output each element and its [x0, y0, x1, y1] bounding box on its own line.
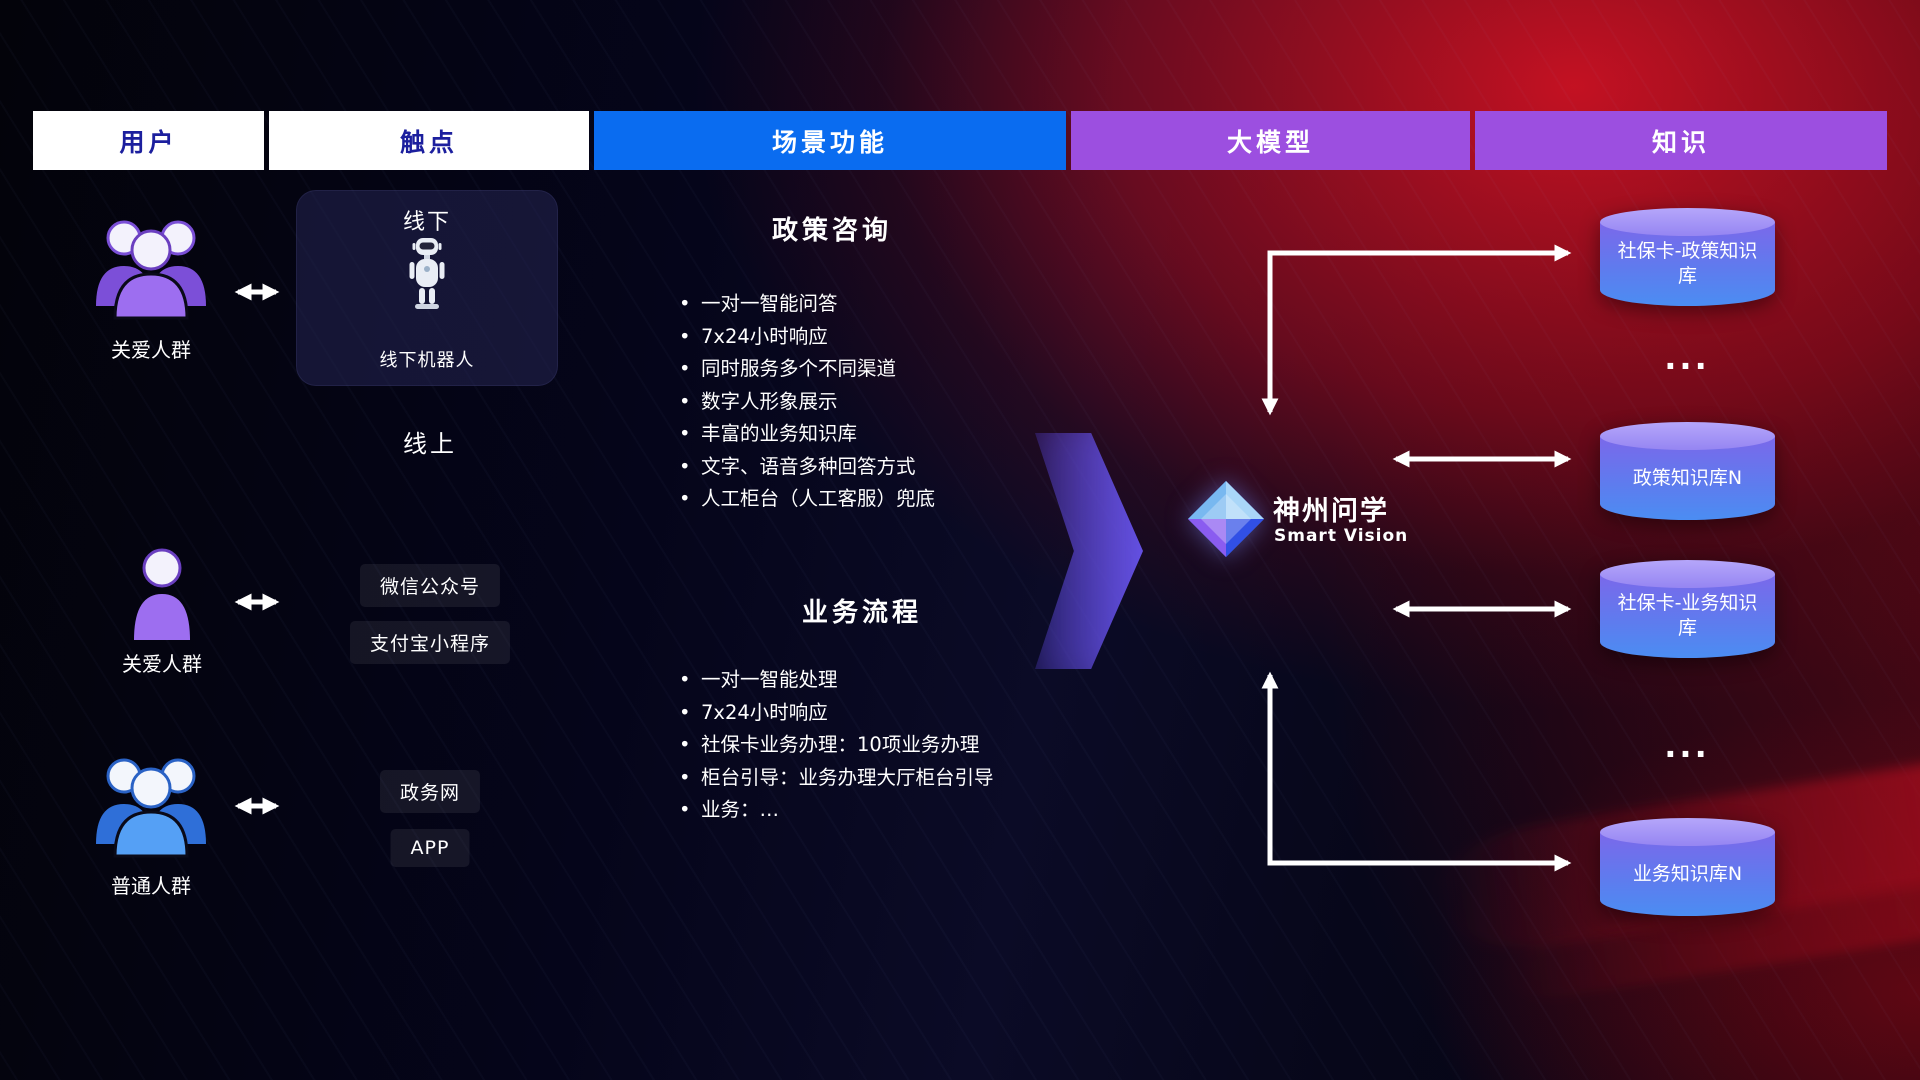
db-top	[1600, 208, 1775, 236]
scenario-process-title: 业务流程	[801, 598, 922, 628]
bullet-item: 文字、语音多种回答方式	[677, 451, 1107, 484]
header-pill-model: 大模型	[1071, 111, 1470, 170]
db-label: 政策知识库N	[1632, 466, 1743, 489]
db-body	[1600, 436, 1775, 520]
model-name: 神州问学	[1273, 496, 1389, 527]
header-pill-scenarios: 场景功能	[594, 111, 1066, 170]
scenario-policy-title: 政策咨询	[771, 216, 892, 246]
db-cylinder-policy-sscard: 社保卡-政策知识库	[1600, 208, 1775, 306]
db-top	[1600, 422, 1775, 450]
user-group-label: 关爱人群	[111, 338, 191, 362]
bullet-item: 7x24小时响应	[677, 697, 1107, 730]
db-body	[1600, 222, 1775, 306]
channel-alipay: 支付宝小程序	[349, 621, 511, 664]
db-top	[1600, 560, 1775, 588]
user-person-label: 关爱人群	[122, 652, 202, 676]
bullet-item: 丰富的业务知识库	[677, 418, 1107, 451]
db-cylinder-business-sscard: 社保卡-业务知识库	[1600, 560, 1775, 658]
model-subtitle: Smart Vision	[1274, 526, 1409, 546]
user-ordinary-label: 普通人群	[111, 874, 191, 898]
bullet-item: 人工柜台（人工客服）兜底	[677, 483, 1107, 516]
bullet-item: 数字人形象展示	[677, 386, 1107, 419]
header-pill-touchpoints: 触点	[269, 111, 589, 170]
bullet-item: 业务：…	[677, 794, 1107, 827]
db-label: 业务知识库N	[1632, 862, 1743, 885]
diamond-logo-icon	[1188, 481, 1264, 557]
ellipsis-top: ...	[1664, 339, 1710, 377]
bullet-item: 一对一智能处理	[677, 664, 1107, 697]
group-icon-blue	[86, 748, 216, 862]
robot-icon	[404, 236, 450, 316]
group-icon-purple	[86, 210, 216, 324]
scenario-process-list: 一对一智能处理 7x24小时响应 社保卡业务办理：10项业务办理 柜台引导：业务…	[677, 664, 1107, 827]
db-top	[1600, 818, 1775, 846]
bullet-item: 一对一智能问答	[677, 288, 1107, 321]
channel-app: APP	[390, 829, 470, 867]
db-body	[1600, 832, 1775, 916]
db-label: 社保卡-业务知识库	[1617, 592, 1758, 639]
bullet-item: 柜台引导：业务办理大厅柜台引导	[677, 762, 1107, 795]
channel-wechat: 微信公众号	[359, 564, 501, 607]
db-cylinder-policy-n: 政策知识库N	[1600, 422, 1775, 520]
ellipsis-bottom: ...	[1664, 727, 1710, 765]
db-label: 社保卡-政策知识库	[1617, 240, 1758, 287]
db-cylinder-business-n: 业务知识库N	[1600, 818, 1775, 916]
online-title: 线上	[403, 430, 457, 458]
header-pill-users: 用户	[33, 111, 264, 170]
person-icon-purple	[130, 548, 194, 646]
channel-gov-web: 政务网	[379, 770, 481, 813]
offline-robot-label: 线下机器人	[379, 350, 475, 371]
scenario-policy-list: 一对一智能问答 7x24小时响应 同时服务多个不同渠道 数字人形象展示 丰富的业…	[677, 288, 1107, 516]
header-pill-knowledge: 知识	[1475, 111, 1887, 170]
bullet-item: 社保卡业务办理：10项业务办理	[677, 729, 1107, 762]
bullet-item: 同时服务多个不同渠道	[677, 353, 1107, 386]
offline-title: 线下	[402, 210, 451, 235]
bullet-item: 7x24小时响应	[677, 321, 1107, 354]
db-body	[1600, 574, 1775, 658]
offline-touchpoint-card: 线下 线下机器人	[296, 190, 558, 386]
